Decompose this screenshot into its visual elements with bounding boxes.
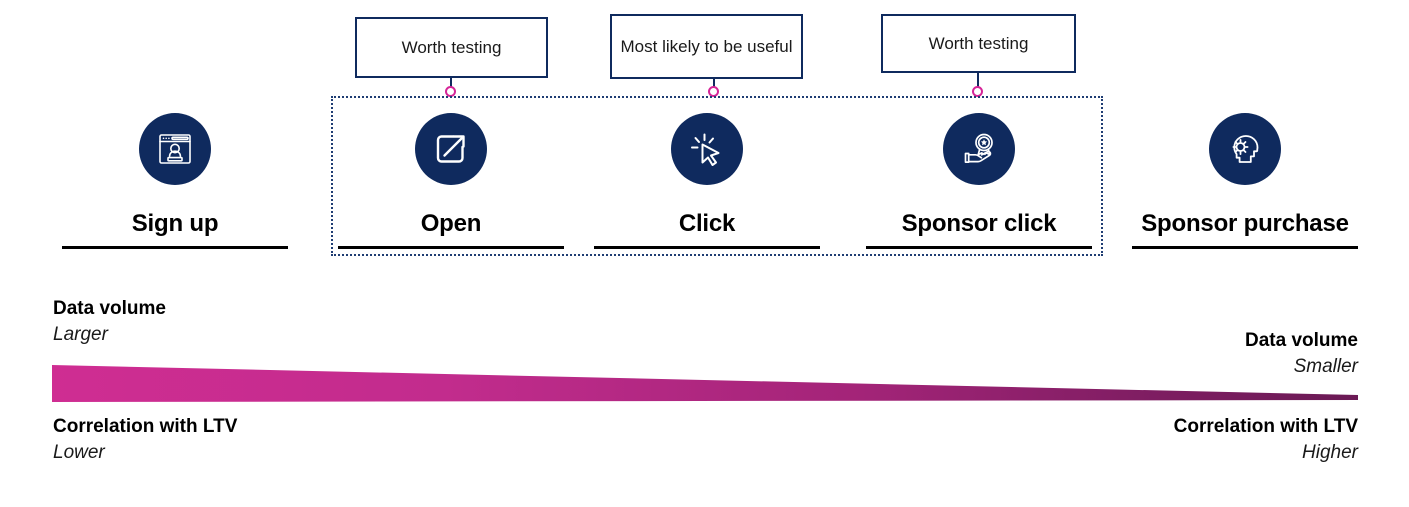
stage-underline	[866, 246, 1092, 249]
annotation-top-right: Data volume Smaller	[1245, 328, 1358, 379]
connector-stem-open	[450, 78, 452, 89]
stage-sponsor-click[interactable]: Sponsor click	[866, 113, 1092, 249]
stage-sponsor-purchase[interactable]: Sponsor purchase	[1132, 113, 1358, 249]
hand-award-icon	[943, 113, 1015, 185]
stage-underline	[338, 246, 564, 249]
annotation-top-left: Data volume Larger	[53, 296, 166, 347]
stage-sign-up[interactable]: Sign up	[62, 113, 288, 249]
annotation-value: Larger	[53, 323, 108, 345]
callout-text: Worth testing	[928, 33, 1029, 53]
callout-box-sponsor-click: Worth testing	[881, 14, 1076, 73]
stage-underline	[62, 246, 288, 249]
browser-signup-icon	[139, 113, 211, 185]
stage-open[interactable]: Open	[338, 113, 564, 249]
annotation-title: Data volume	[1245, 330, 1358, 351]
data-volume-correlation-wedge	[52, 362, 1358, 404]
cursor-click-icon	[671, 113, 743, 185]
annotation-title: Correlation with LTV	[53, 416, 238, 437]
annotation-value: Smaller	[1293, 355, 1358, 377]
stage-underline	[1132, 246, 1358, 249]
annotation-bottom-left: Correlation with LTV Lower	[53, 414, 237, 465]
stage-label: Click	[678, 210, 736, 237]
stage-label: Sign up	[131, 210, 219, 237]
callout-text: Worth testing	[401, 37, 502, 57]
connector-stem-sponsor-click	[977, 73, 979, 89]
stage-label: Open	[420, 210, 482, 237]
annotation-bottom-right: Correlation with LTV Higher	[1174, 414, 1358, 465]
connector-stem-click	[713, 79, 715, 89]
stage-label: Sponsor purchase	[1141, 210, 1349, 237]
external-link-icon	[415, 113, 487, 185]
grouped-stages-outline	[331, 96, 1103, 256]
annotation-value: Higher	[1302, 441, 1358, 463]
annotation-title: Correlation with LTV	[1173, 416, 1358, 437]
callout-box-open: Worth testing	[355, 17, 548, 78]
annotation-title: Data volume	[53, 298, 166, 319]
annotation-value: Lower	[53, 441, 105, 463]
stage-label: Sponsor click	[901, 210, 1057, 237]
callout-text: Most likely to be useful	[620, 36, 793, 56]
stage-click[interactable]: Click	[594, 113, 820, 249]
stage-underline	[594, 246, 820, 249]
callout-box-click: Most likely to be useful	[610, 14, 803, 79]
head-gear-icon	[1209, 113, 1281, 185]
